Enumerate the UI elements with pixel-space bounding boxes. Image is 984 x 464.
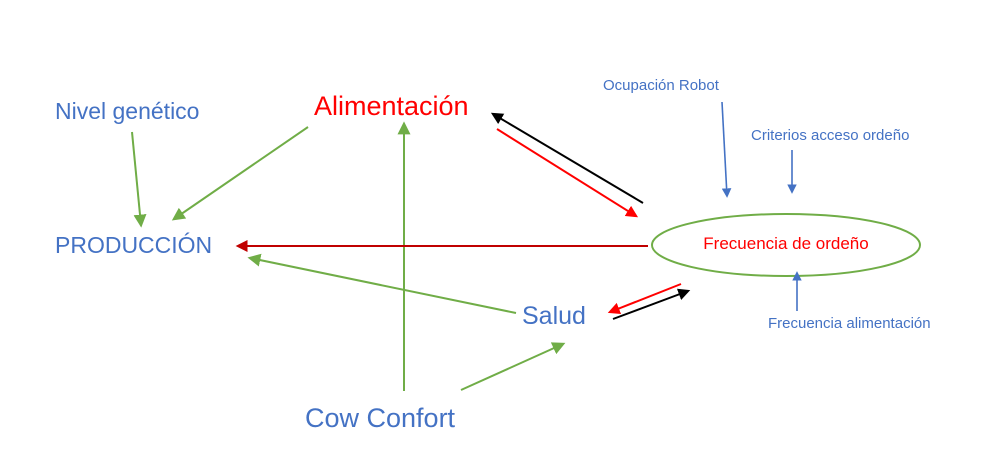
node-alimentacion: Alimentación [314,91,469,121]
edge-alimentacion-to-produccion [171,126,309,221]
node-frecuencia-alimentacion: Frecuencia alimentación [768,315,931,332]
edge-salud-to-frecuencia-ordeno [612,288,691,320]
node-frecuencia-de-ordeno: Frecuencia de ordeño [703,234,869,253]
edge-frecuencia-ordeno-to-alimentacion [490,112,644,204]
node-criterios-acceso-ordeno: Criterios acceso ordeño [751,127,910,144]
node-cow-confort: Cow Confort [305,403,456,433]
edge-frecuencia-ordeno-to-salud [607,283,682,315]
edge-alimentacion-to-frecuencia-ordeno [496,128,639,218]
frecuencia-ordeno-ellipse [651,213,921,277]
node-produccion: PRODUCCIÓN [55,232,213,258]
node-nivel-genetico: Nivel genético [55,98,200,124]
edge-salud-to-produccion [247,253,517,314]
node-ocupacion-robot: Ocupación Robot [603,77,719,94]
edge-cow-confort-to-salud [460,342,566,391]
node-salud: Salud [522,302,586,330]
edge-ocupacion-robot-to-frecuencia-ordeno [721,101,732,198]
edge-nivel-genetico-to-produccion [131,131,147,228]
